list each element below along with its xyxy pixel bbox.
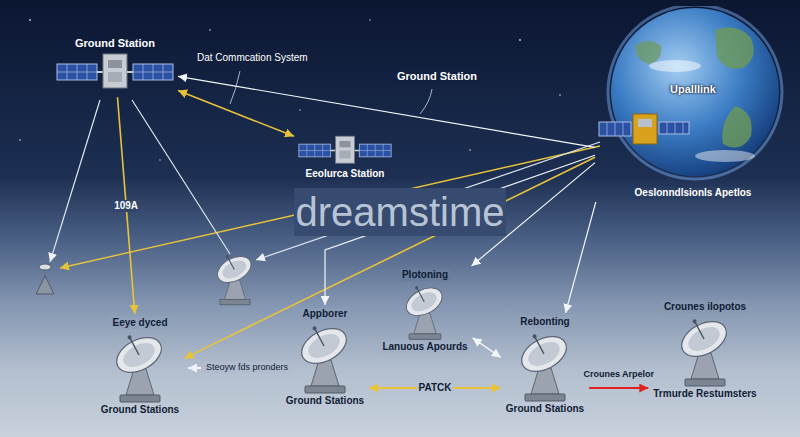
connector-line <box>178 76 595 147</box>
satellite-node: Eeolurca Station <box>294 130 396 183</box>
connector-line <box>178 91 294 137</box>
dish-node: AppborerGround Stations <box>281 305 369 410</box>
earth-illustration <box>595 6 791 202</box>
dish-icon <box>677 313 733 388</box>
uplink-label: Upalllink <box>668 83 718 96</box>
connector-line <box>589 387 648 389</box>
edge-label: 109A <box>112 200 140 212</box>
connector <box>178 91 294 137</box>
station-name: Lanuous Apourds <box>380 341 469 353</box>
small-dish <box>211 246 256 304</box>
station-note: Crounes ilopotos <box>662 301 748 313</box>
small-antenna <box>36 264 54 294</box>
note-label: Steoyw fds pronders <box>204 362 290 373</box>
connector <box>473 338 501 358</box>
connector-line <box>184 157 595 358</box>
station-label: Ground Station <box>395 70 479 83</box>
dish-node: Crounes ilopotosTrmurde Restumsters <box>648 298 761 403</box>
connector <box>566 202 596 313</box>
edge-label: PATCK <box>417 382 454 394</box>
dish-node: PlotoningLanuous Apourds <box>377 266 472 356</box>
earth-caption: Oeslonndlsionls Apetlos <box>633 187 754 199</box>
watermark: dreamstime <box>294 188 507 236</box>
satellite-icon <box>297 133 393 168</box>
connector-line <box>566 202 596 313</box>
station-note: Rebonting <box>518 316 571 328</box>
station-name: Ground Stations <box>99 404 181 416</box>
satellite-icon <box>55 50 175 94</box>
station-note: Appborer <box>301 308 350 320</box>
system-label: Dat Commcation System <box>195 52 310 64</box>
station-note: Plotoning <box>400 269 450 281</box>
stars <box>19 19 561 161</box>
station-name: Ground Station <box>73 37 157 50</box>
dish-icon <box>297 320 353 395</box>
station-name: Ground Stations <box>504 403 586 415</box>
station-name: Ground Stations <box>284 395 366 407</box>
edge-label: Crounes Arpelor <box>581 369 656 380</box>
connector <box>184 157 595 358</box>
station-name: Eeolurca Station <box>304 168 387 180</box>
dish-icon <box>400 281 450 341</box>
dish-node: Eeye dycedGround Stations <box>96 314 184 419</box>
dish-icon <box>112 329 168 404</box>
connector-line <box>473 338 501 358</box>
connector <box>589 388 648 389</box>
station-note: Eeye dyced <box>110 317 169 329</box>
satellite-node: Ground Station <box>52 34 178 97</box>
station-name: Trmurde Restumsters <box>651 388 758 400</box>
earth-node: UpalllinkOeslonndlsionls Apetlos <box>595 6 791 202</box>
dish-node: RebontingGround Stations <box>501 313 589 418</box>
leader-line <box>50 71 600 368</box>
connector <box>178 76 595 147</box>
dish-icon <box>517 328 573 403</box>
